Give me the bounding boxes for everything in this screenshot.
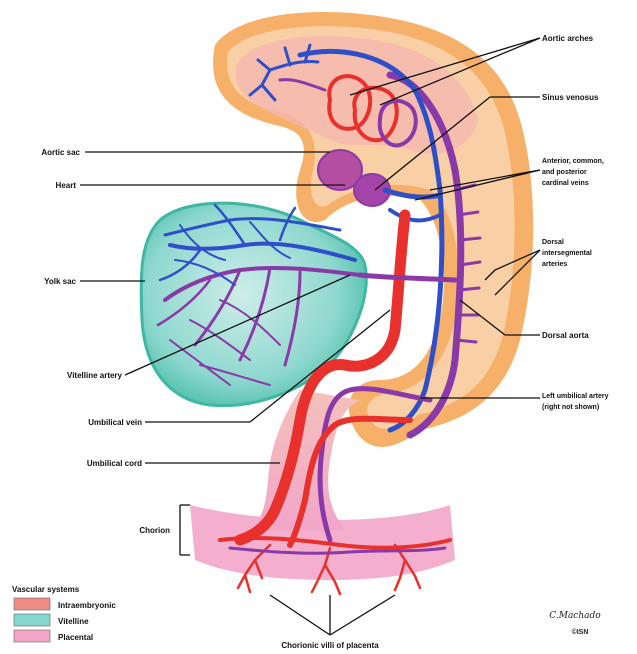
label-sinus-venosus: Sinus venosus	[542, 93, 599, 102]
label-dorsal-arteries-line3: arteries	[542, 261, 567, 268]
label-dorsal-aorta: Dorsal aorta	[542, 331, 589, 340]
legend-swatch-intraembryonic	[14, 598, 50, 610]
label-umbilical-artery-line1: Left umbilical artery	[542, 393, 609, 400]
legend-label-placental: Placental	[58, 633, 93, 642]
label-umbilical-artery-line2: (right not shown)	[542, 404, 599, 411]
label-cardinal-veins-line3: cardinal veins	[542, 180, 589, 187]
artist-signature: C.Machado	[549, 611, 601, 621]
label-cardinal-veins-line2: and posterior	[542, 169, 587, 176]
label-vitelline-artery: Vitelline artery	[67, 371, 123, 380]
label-umbilical-vein: Umbilical vein	[88, 418, 142, 427]
legend-label-intraembryonic: Intraembryonic	[58, 601, 116, 610]
signature-mark: ©ISN	[572, 628, 589, 636]
label-heart: Heart	[56, 181, 77, 190]
label-cardinal-veins-line1: Anterior, common,	[542, 158, 604, 165]
label-dorsal-arteries-line1: Dorsal	[542, 239, 564, 246]
legend-title: Vascular systems	[12, 585, 80, 594]
label-chorionic-villi: Chorionic villi of placenta	[281, 641, 379, 650]
legend-swatch-placental	[14, 630, 50, 642]
label-yolk-sac: Yolk sac	[44, 277, 76, 286]
label-aortic-sac: Aortic sac	[41, 148, 80, 157]
legend-swatch-vitelline	[14, 614, 50, 626]
legend-label-vitelline: Vitelline	[58, 617, 89, 626]
label-dorsal-arteries-line2: intersegmental	[542, 250, 592, 257]
label-umbilical-cord: Umbilical cord	[87, 459, 142, 468]
label-aortic-arches: Aortic arches	[542, 34, 594, 43]
label-chorion: Chorion	[139, 526, 170, 535]
legend: Vascular systems Intraembryonic Vitellin…	[12, 585, 116, 642]
